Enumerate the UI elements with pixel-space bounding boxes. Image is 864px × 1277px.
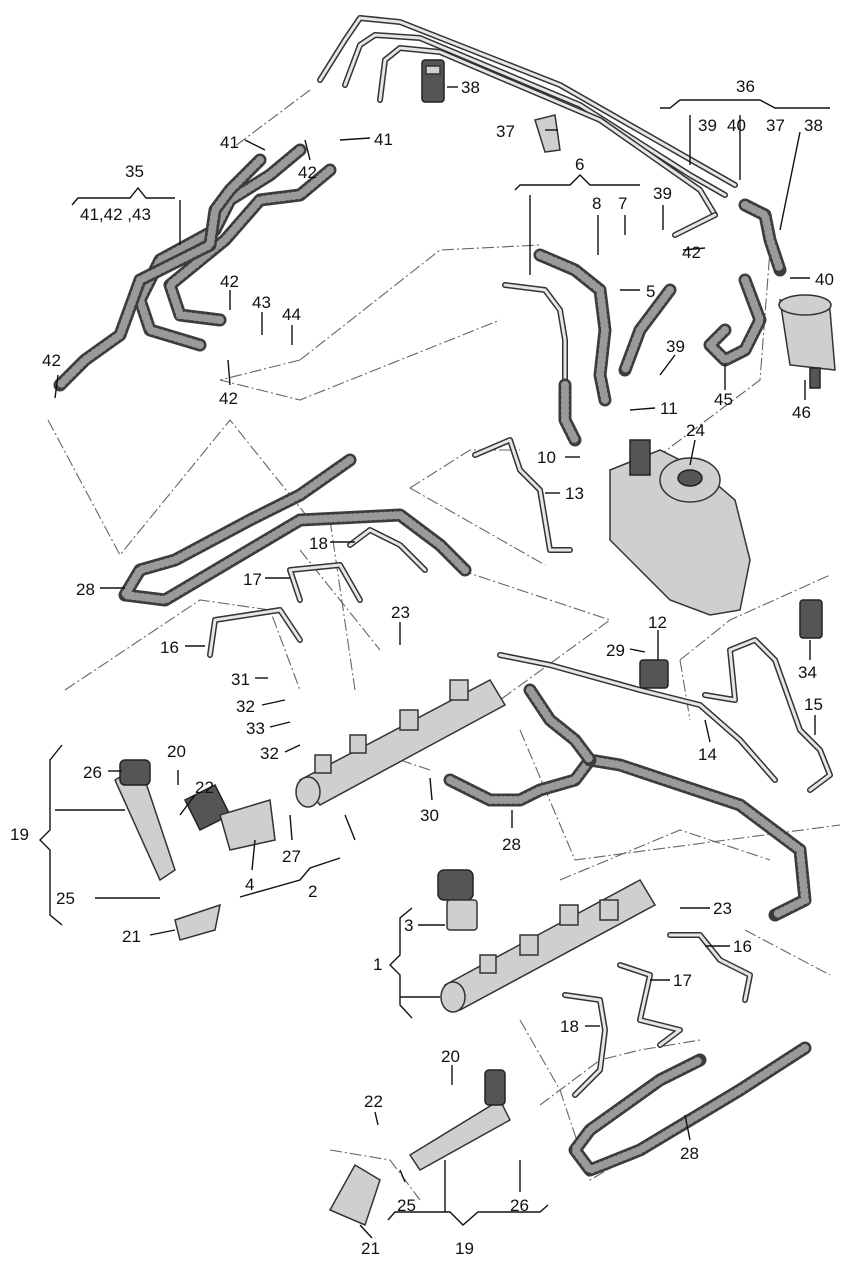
callout-5: 5 [646,282,655,301]
fuel-filter-46 [778,294,836,389]
callout-34: 34 [798,663,817,682]
callout-36: 36 [736,77,755,96]
callout-46: 46 [792,403,811,422]
callout-labels: 38 37 36 39 40 37 38 6 8 7 39 42 40 5 39… [10,77,834,1258]
callout-39-top: 39 [653,184,672,203]
callout-21-upper: 21 [122,927,141,946]
callout-42-left: 42 [42,351,61,370]
callout-32-lower: 32 [260,744,279,763]
callout-2: 2 [308,882,317,901]
callout-16-lower: 16 [733,937,752,956]
connector-38 [421,59,445,103]
callout-27: 27 [282,847,301,866]
callout-22-upper: 22 [195,778,214,797]
callout-3: 3 [404,916,413,935]
callout-30: 30 [420,806,439,825]
callout-45: 45 [714,390,733,409]
callout-42-right: 42 [682,243,701,262]
clamp-21-lower [328,1163,381,1227]
callout-21-lower: 21 [361,1239,380,1258]
callout-20-lower: 20 [441,1047,460,1066]
callout-33: 33 [246,719,265,738]
callout-13: 13 [565,484,584,503]
callout-31: 31 [231,670,250,689]
callout-25-lower: 25 [397,1196,416,1215]
callout-28-lower: 28 [680,1144,699,1163]
callout-36-37: 37 [766,116,785,135]
callout-23-lower: 23 [713,899,732,918]
callout-8: 8 [592,194,601,213]
callout-25-upper: 25 [56,889,75,908]
callout-35-sub: 41,42 ,43 [80,205,151,224]
pressure-valve-4 [183,783,276,851]
clamp-12 [639,659,669,689]
callout-38: 38 [461,78,480,97]
fuel-rail-upper [295,679,507,808]
hose-28-upper [118,453,472,607]
callout-42-mid: 42 [220,272,239,291]
metal-pipes [207,437,833,1098]
callout-44: 44 [282,305,301,324]
pressure-sensor-3 [437,869,478,931]
callout-35: 35 [125,162,144,181]
callout-18-upper: 18 [309,534,328,553]
callout-28-middle: 28 [502,835,521,854]
clamp-21-upper [174,903,221,941]
callout-39-mid: 39 [666,337,685,356]
callout-17-lower: 17 [673,971,692,990]
callout-41-left: 41 [220,133,239,152]
callout-41-right: 41 [374,130,393,149]
callout-22-lower: 22 [364,1092,383,1111]
callout-19-lower: 19 [455,1239,474,1258]
callout-36-39: 39 [698,116,717,135]
connector-34 [799,599,823,639]
callout-26-upper: 26 [83,763,102,782]
callout-17-upper: 17 [243,570,262,589]
callout-16-upper: 16 [160,638,179,657]
callout-29: 29 [606,641,625,660]
callout-23-upper: 23 [391,603,410,622]
hose-bundle-35 [53,143,337,392]
callout-37: 37 [496,122,515,141]
callout-7: 7 [618,194,627,213]
injector-19-upper [114,759,176,882]
callout-43: 43 [252,293,271,312]
callout-4: 4 [245,875,254,894]
injector-19-lower [408,1069,511,1171]
hoses-right [703,198,787,367]
high-pressure-pump-24 [609,439,751,616]
hose-28-middle [443,683,812,922]
callout-24: 24 [686,421,705,440]
callout-1: 1 [373,955,382,974]
callout-26-lower: 26 [510,1196,529,1215]
callout-42-bottom: 42 [219,389,238,408]
callout-14: 14 [698,745,717,764]
leader-lines [39,86,830,1239]
bracket-37 [534,114,561,153]
callout-20-upper: 20 [167,742,186,761]
hoses-5-6 [502,248,677,447]
callout-36-40: 40 [727,116,746,135]
fuel-rail-lower [440,879,657,1013]
callout-19-upper: 19 [10,825,29,844]
callout-36-38: 38 [804,116,823,135]
callout-6: 6 [575,155,584,174]
callout-40: 40 [815,270,834,289]
routing-lines [47,89,841,1201]
callout-11: 11 [660,399,678,418]
callout-15: 15 [804,695,823,714]
callout-28-upper: 28 [76,580,95,599]
hose-28-lower [568,1041,812,1177]
top-fuel-lines [317,15,738,238]
callout-18-lower: 18 [560,1017,579,1036]
callout-12: 12 [648,613,667,632]
callout-32-upper: 32 [236,697,255,716]
callout-10: 10 [537,448,556,467]
callout-42-top: 42 [298,163,317,182]
